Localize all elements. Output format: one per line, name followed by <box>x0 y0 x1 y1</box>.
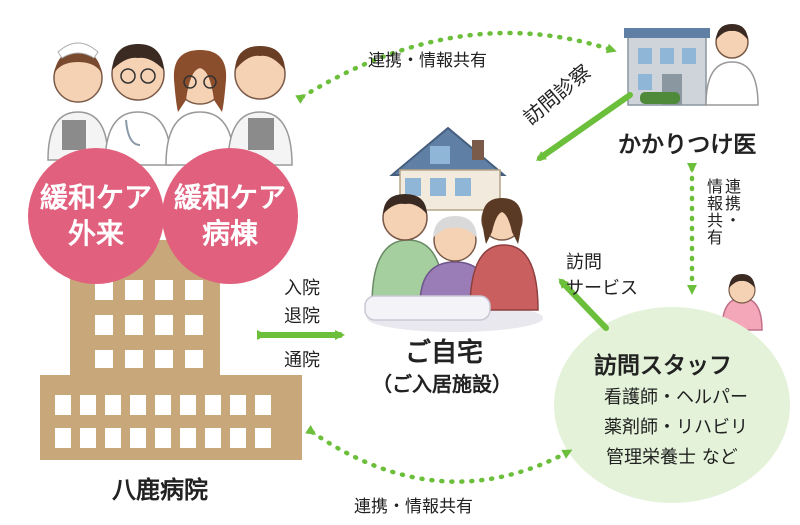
arrow-visit-service <box>558 278 609 331</box>
bottom-share-label: 連携・情報共有 <box>354 497 473 517</box>
arrows <box>257 30 697 484</box>
family-illustration <box>364 194 543 332</box>
top-share-label: 連携・情報共有 <box>368 51 487 71</box>
circle-line1: 緩和ケア <box>173 181 286 214</box>
visit-service-label-1: 訪問 <box>566 252 602 273</box>
admit-label: 入院 <box>284 278 320 299</box>
staff-title: 訪問スタッフ <box>594 353 732 379</box>
outpatient-label: 通院 <box>284 350 320 371</box>
right-share-label-col1: 情報共有 <box>704 178 723 246</box>
staff-line-3: 管理栄養士 など <box>606 447 738 468</box>
arrow-top-share <box>295 30 617 104</box>
staff-line-1: 看護師・ヘルパー <box>604 387 748 408</box>
clinic-illustration <box>624 24 759 106</box>
home-title: ご自宅 <box>405 338 484 368</box>
arrow-visit-exam <box>535 92 633 161</box>
circle-line2: 外来 <box>67 217 124 250</box>
visit-service-label-2: サービス <box>566 278 638 299</box>
home-subtitle: （ご入居施設） <box>372 372 512 396</box>
home-house-illustration <box>389 126 507 211</box>
family-doctor-label: かかりつけ医 <box>618 132 757 158</box>
arrow-bottom-share <box>305 425 573 484</box>
circle-line2: 病棟 <box>201 217 258 250</box>
palliative-ward-circle: 緩和ケア 病棟 <box>162 148 298 284</box>
right-share-label-col2: 連携・ <box>722 178 741 229</box>
staff-line-2: 薬剤師・リハビリ <box>604 417 748 438</box>
circle-line1: 緩和ケア <box>39 181 152 214</box>
palliative-outpatient-circle: 緩和ケア 外来 <box>28 148 164 284</box>
hospital-staff-illustration <box>47 42 293 166</box>
staff-bubble <box>554 307 790 503</box>
hospital-name: 八鹿病院 <box>112 476 208 504</box>
discharge-label: 退院 <box>284 306 320 327</box>
